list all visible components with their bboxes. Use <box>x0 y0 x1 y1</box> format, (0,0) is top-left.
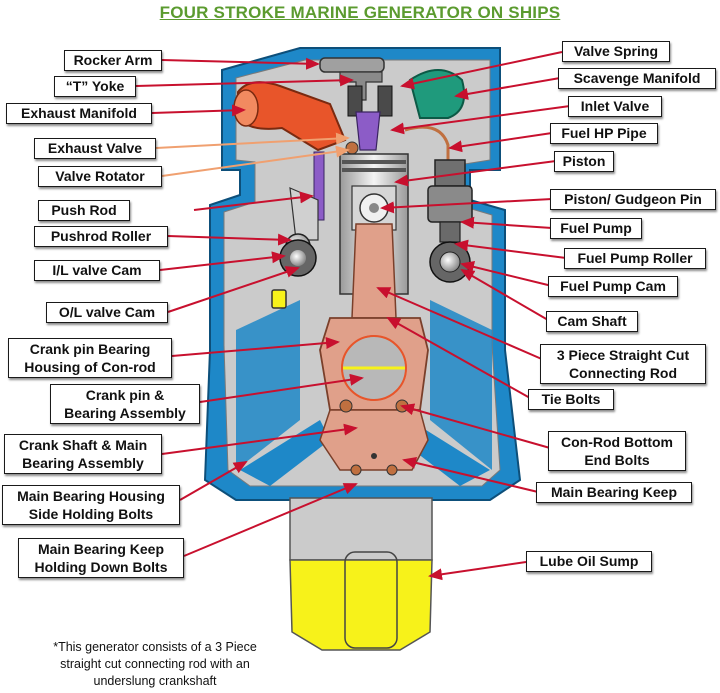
label-lube-oil-sump: Lube Oil Sump <box>526 551 652 572</box>
leader-lines-orange <box>155 132 350 177</box>
piston-conrod <box>319 153 429 476</box>
footnote: *This generator consists of a 3 Piece st… <box>53 640 257 688</box>
label-fuel-pump: Fuel Pump <box>550 218 642 239</box>
leader-lines <box>135 51 571 581</box>
label-main-bearing-keep: Main Bearing Keep <box>536 482 692 503</box>
label-fuel-pump-roller: Fuel Pump Roller <box>564 248 706 269</box>
lube-oil-sump-shape <box>289 497 433 651</box>
label-crank-pin-bearing-assembly: Crank pin &Bearing Assembly <box>50 384 200 424</box>
label-il-valve-cam: I/L valve Cam <box>34 260 160 281</box>
label-piston: Piston <box>554 151 614 172</box>
label-t-yoke: “T” Yoke <box>54 76 136 97</box>
label-valve-rotator: Valve Rotator <box>38 166 162 187</box>
label-valve-spring: Valve Spring <box>562 41 670 62</box>
label-tie-bolts: Tie Bolts <box>528 389 614 410</box>
label-scavenge-manifold: Scavenge Manifold <box>558 68 716 89</box>
label-exhaust-manifold: Exhaust Manifold <box>6 103 152 124</box>
label-exhaust-valve: Exhaust Valve <box>34 138 156 159</box>
label-rocker-arm: Rocker Arm <box>64 50 162 71</box>
label-inlet-valve: Inlet Valve <box>568 96 662 117</box>
cylinder-head <box>233 57 466 162</box>
label-gudgeon-pin: Piston/ Gudgeon Pin <box>550 189 716 210</box>
label-ol-valve-cam: O/L valve Cam <box>46 302 168 323</box>
label-pushrod-roller: Pushrod Roller <box>34 226 168 247</box>
fuel-pump-assembly <box>427 159 473 283</box>
label-cam-shaft: Cam Shaft <box>546 311 638 332</box>
label-fuel-pump-cam: Fuel Pump Cam <box>548 276 678 297</box>
label-fuel-hp-pipe: Fuel HP Pipe <box>550 123 658 144</box>
diagram-title: FOUR STROKE MARINE GENERATOR ON SHIPS <box>159 3 561 22</box>
label-push-rod: Push Rod <box>38 200 130 221</box>
